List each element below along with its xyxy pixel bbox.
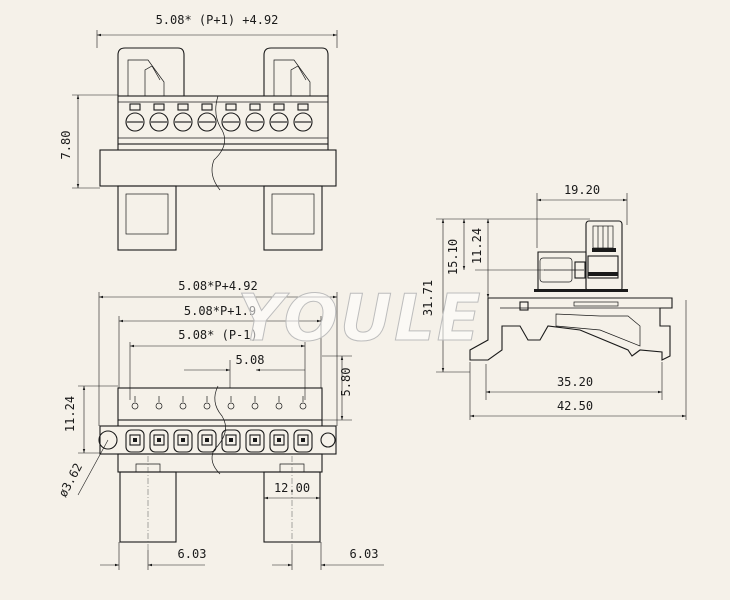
- side-rail-width-dim: 35.20: [557, 375, 593, 389]
- side-total-width-dim: 42.50: [557, 399, 593, 413]
- front-terminals: [125, 396, 313, 453]
- top-view: 5.08* (P+1) +4.92 7.80: [59, 13, 338, 251]
- front-overall-dim: 5.08*P+4.92: [178, 279, 257, 293]
- front-height-left-dim: 11.24: [63, 396, 77, 432]
- side-total-height-dim: 31.71: [421, 280, 435, 316]
- side-connector: [534, 220, 628, 292]
- top-screws: [125, 103, 313, 132]
- side-view: 19.20 31.71 15.10 11.24: [421, 183, 687, 420]
- front-height-right-dim: 5.80: [339, 368, 353, 397]
- front-pitch-total-dim: 5.08* (P-1): [178, 328, 257, 342]
- brand-watermark: YOULE: [238, 282, 483, 356]
- front-view: 5.08*P+4.92 5.08*P+1.9 5.08* (P-1) 5.08 …: [56, 279, 384, 570]
- front-pitch-dim: 5.08: [236, 353, 265, 367]
- side-top-width-dim: 19.20: [564, 183, 600, 197]
- side-h1-dim: 15.10: [446, 239, 460, 275]
- front-offset-left-dim: 6.03: [178, 547, 207, 561]
- front-foot-spacing-dim: 12.00: [274, 481, 310, 495]
- front-hole-dim: ø3.62: [56, 461, 85, 499]
- side-base: [469, 297, 673, 361]
- top-width-dim: 5.08* (P+1) +4.92: [156, 13, 279, 27]
- top-height-dim: 7.80: [59, 131, 73, 160]
- front-offset-right-dim: 6.03: [350, 547, 379, 561]
- front-mid-dim: 5.08*P+1.9: [184, 304, 256, 318]
- side-h2-dim: 11.24: [470, 228, 484, 264]
